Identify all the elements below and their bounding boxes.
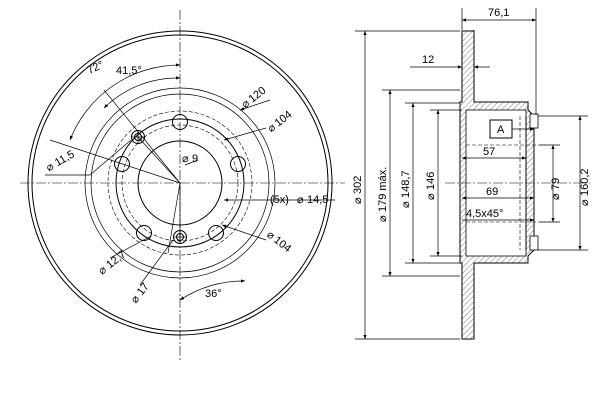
bolt-circle-120 xyxy=(107,110,253,256)
stud-hole xyxy=(230,156,246,172)
diameter-symbol: ⌀ xyxy=(297,194,304,206)
dim-148-7: ⌀ 148,7 xyxy=(400,170,412,208)
diameter-symbol: ⌀ xyxy=(550,193,562,200)
stud-holes xyxy=(114,114,246,241)
dim-302: ⌀ 302 xyxy=(352,176,364,204)
dim-79-value: 79 xyxy=(550,178,562,190)
dim-179: ⌀ 179 máx. xyxy=(377,167,389,222)
dim-160-2-value: 160,2 xyxy=(579,168,591,196)
angle-36-arc xyxy=(179,279,246,301)
diameter-symbol: ⌀ xyxy=(377,215,389,222)
dim-104-bottom: ⌀ 104 xyxy=(264,229,293,255)
diameter-symbol: ⌀ xyxy=(400,201,412,208)
friction-ring-inner xyxy=(84,87,276,279)
stud-hole xyxy=(136,225,152,241)
dim-104-top-value: 104 xyxy=(273,109,295,130)
dim-57-value: 57 xyxy=(483,146,495,158)
dim-14-5-value: 14,5 xyxy=(307,194,328,206)
dim-12-7: ⌀ 12,7 xyxy=(96,249,128,278)
dim-104-bottom-value: 104 xyxy=(271,234,293,255)
dim-104-top: ⌀ 104 xyxy=(265,109,294,135)
dim-9: ⌀ 9 xyxy=(182,153,198,165)
dim-14-5: (5x) ⌀ 14,5 xyxy=(270,194,328,206)
holes-count-label: (5x) xyxy=(270,194,289,206)
dim-302-value: 302 xyxy=(352,176,364,194)
angle-41-5-label: 41,5° xyxy=(116,65,142,77)
dim-69-value: 69 xyxy=(486,186,498,198)
dim-179-value: 179 máx. xyxy=(377,167,389,212)
dim-160-2: ⌀ 160,2 xyxy=(579,168,591,206)
stud-hole xyxy=(208,225,224,241)
angle-36-label: 36° xyxy=(205,288,222,300)
dim-146-value: 146 xyxy=(425,172,437,190)
outer-disc-edge xyxy=(27,30,333,336)
hub-step-top xyxy=(529,113,539,129)
dim-148-7-value: 148,7 xyxy=(400,170,412,198)
dim-76-1-value: 76,1 xyxy=(488,7,509,19)
dim-11-5: ⌀ 11,5 xyxy=(44,148,76,174)
diameter-symbol: ⌀ xyxy=(352,197,364,204)
dim-11-5-value: 11,5 xyxy=(53,148,77,169)
outer-disc-chamfer xyxy=(31,34,329,332)
hub-step-bottom xyxy=(529,235,539,251)
stud-hole xyxy=(114,156,130,172)
diameter-symbol: ⌀ xyxy=(182,153,189,165)
angle-41-5-arc xyxy=(103,76,181,109)
dim-120: ⌀ 120 xyxy=(239,85,268,111)
dim-12-value: 12 xyxy=(422,54,434,66)
dim-17: ⌀ 17 xyxy=(129,281,152,306)
front-view: 72° 41,5° ⌀ 120 ⌀ 104 ⌀ 11,5 ⌀ 9 (5x) ⌀ … xyxy=(20,10,345,360)
dim-79: ⌀ 79 xyxy=(550,178,562,200)
diameter-symbol: ⌀ xyxy=(579,199,591,206)
dim-9-value: 9 xyxy=(192,153,198,165)
dim-12-7-value: 12,7 xyxy=(104,249,128,272)
section-view: A 76,1 12 57 69 4,5x45° ⌀ 302 ⌀ 179 máx.… xyxy=(352,7,591,340)
diameter-symbol: ⌀ xyxy=(425,193,437,200)
dim-17-value: 17 xyxy=(135,281,152,298)
hat-outer-edge xyxy=(90,93,270,273)
dim-146: ⌀ 146 xyxy=(425,172,437,200)
datum-a-label: A xyxy=(497,124,505,136)
hub-outer xyxy=(115,118,245,248)
dim-120-value: 120 xyxy=(247,85,269,106)
chamfer-value: 4,5x45° xyxy=(466,208,503,220)
